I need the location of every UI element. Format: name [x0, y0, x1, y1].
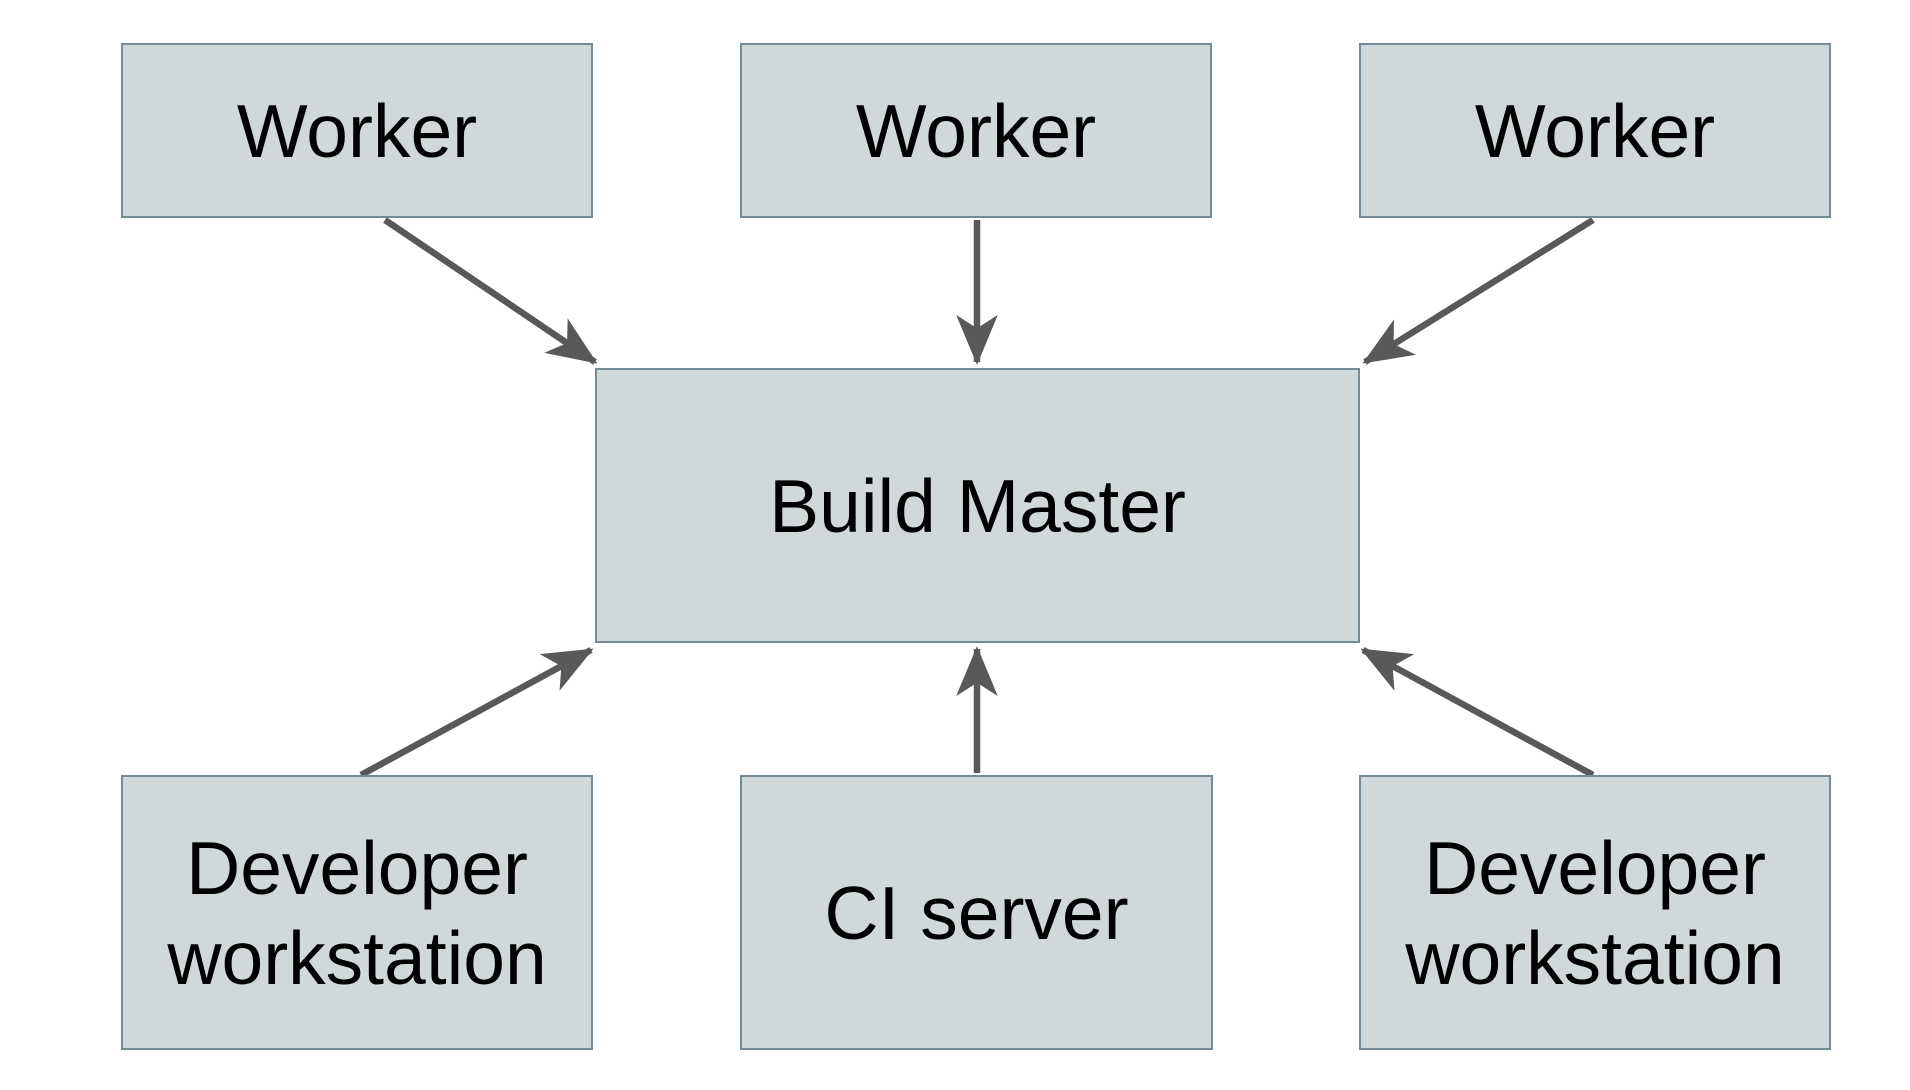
node-developer-workstation-2: Developer workstation: [1359, 775, 1831, 1050]
node-label-developer-workstation-1: Developer workstation: [167, 825, 547, 1000]
node-build-master: Build Master: [595, 368, 1360, 643]
node-label-worker-1: Worker: [236, 88, 478, 173]
node-ci-server: CI server: [740, 775, 1213, 1050]
edge-worker-1-to-build-master: [383, 217, 598, 365]
node-developer-workstation-1: Developer workstation: [121, 775, 593, 1050]
edge-developer-workstation-1-to-build-master: [359, 647, 594, 778]
node-worker-2: Worker: [740, 43, 1212, 218]
node-label-ci-server: CI server: [824, 870, 1129, 955]
edge-worker-3-to-build-master: [1362, 217, 1595, 365]
node-worker-1: Worker: [121, 43, 593, 218]
node-label-build-master: Build Master: [769, 463, 1186, 548]
node-label-worker-3: Worker: [1474, 88, 1716, 173]
node-label-developer-workstation-2: Developer workstation: [1405, 825, 1785, 1000]
node-label-worker-2: Worker: [855, 88, 1097, 173]
node-worker-3: Worker: [1359, 43, 1831, 218]
edge-developer-workstation-2-to-build-master: [1360, 647, 1595, 778]
